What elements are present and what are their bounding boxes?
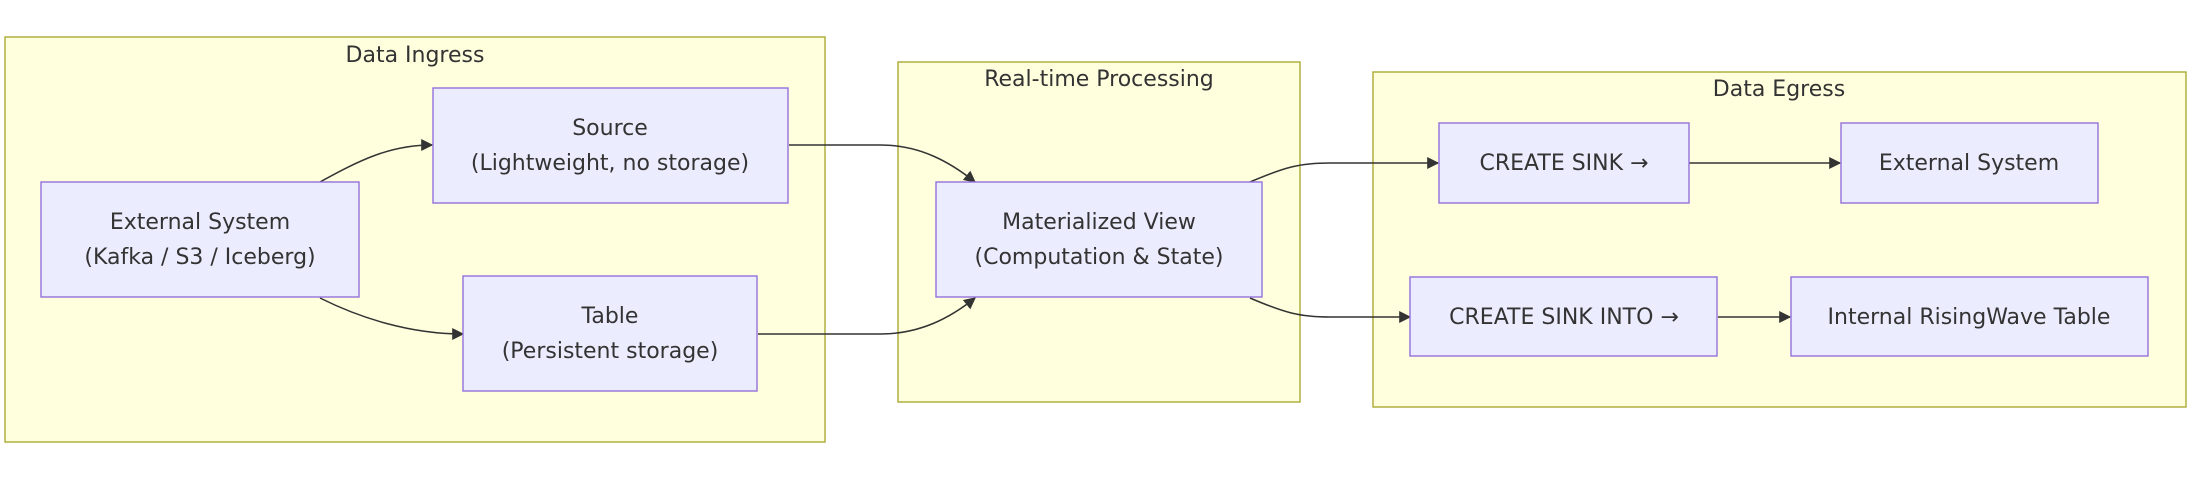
node-external-system-sink-label: External System: [1879, 151, 2059, 176]
cluster-data-ingress-label: Data Ingress: [346, 43, 485, 68]
node-create-sink-label: CREATE SINK →: [1480, 151, 1649, 176]
cluster-data-egress-label: Data Egress: [1713, 77, 1845, 102]
node-create-sink-into-label: CREATE SINK INTO →: [1449, 305, 1679, 330]
node-internal-risingwave-table-label: Internal RisingWave Table: [1828, 305, 2111, 330]
edge-mview-to-create-sink-into: [1249, 297, 1412, 323]
node-materialized-view[interactable]: Materialized View (Computation & State): [935, 181, 1263, 298]
node-table[interactable]: Table (Persistent storage): [462, 275, 758, 392]
edge-table-to-mview: [758, 297, 976, 335]
node-create-sink-into[interactable]: CREATE SINK INTO →: [1409, 276, 1718, 357]
node-external-system-source[interactable]: External System (Kafka / S3 / Iceberg): [40, 181, 360, 298]
edge-source-to-mview: [789, 144, 976, 183]
edge-external-to-table: [319, 297, 465, 340]
node-materialized-view-subtitle: (Computation & State): [975, 245, 1224, 270]
node-internal-risingwave-table-box[interactable]: [1790, 276, 2149, 357]
node-internal-risingwave-table[interactable]: Internal RisingWave Table: [1790, 276, 2149, 357]
node-external-system-sink[interactable]: External System: [1840, 122, 2099, 204]
node-source-subtitle: (Lightweight, no storage): [471, 151, 749, 176]
node-source-box[interactable]: [432, 87, 789, 204]
cluster-data-egress: Data Egress: [1372, 71, 2187, 408]
node-source-title: Source: [572, 116, 648, 141]
node-external-system-source-title: External System: [110, 210, 290, 235]
node-external-system-source-subtitle: (Kafka / S3 / Iceberg): [84, 245, 315, 270]
edge-external-to-source: [319, 139, 434, 183]
node-source[interactable]: Source (Lightweight, no storage): [432, 87, 789, 204]
node-create-sink-box[interactable]: [1438, 122, 1690, 204]
cluster-real-time-processing-label: Real-time Processing: [984, 67, 1214, 92]
node-external-system-sink-box[interactable]: [1840, 122, 2099, 204]
node-table-subtitle: (Persistent storage): [502, 339, 719, 364]
node-external-system-source-box[interactable]: [40, 181, 360, 298]
node-materialized-view-box[interactable]: [935, 181, 1263, 298]
node-create-sink-into-box[interactable]: [1409, 276, 1718, 357]
node-table-box[interactable]: [462, 275, 758, 392]
node-table-title: Table: [581, 304, 639, 329]
edge-mview-to-create-sink: [1249, 157, 1440, 183]
edges: [319, 139, 1842, 340]
node-create-sink[interactable]: CREATE SINK →: [1438, 122, 1690, 204]
cluster-data-egress-box: [1372, 71, 2187, 408]
node-materialized-view-title: Materialized View: [1002, 210, 1196, 235]
